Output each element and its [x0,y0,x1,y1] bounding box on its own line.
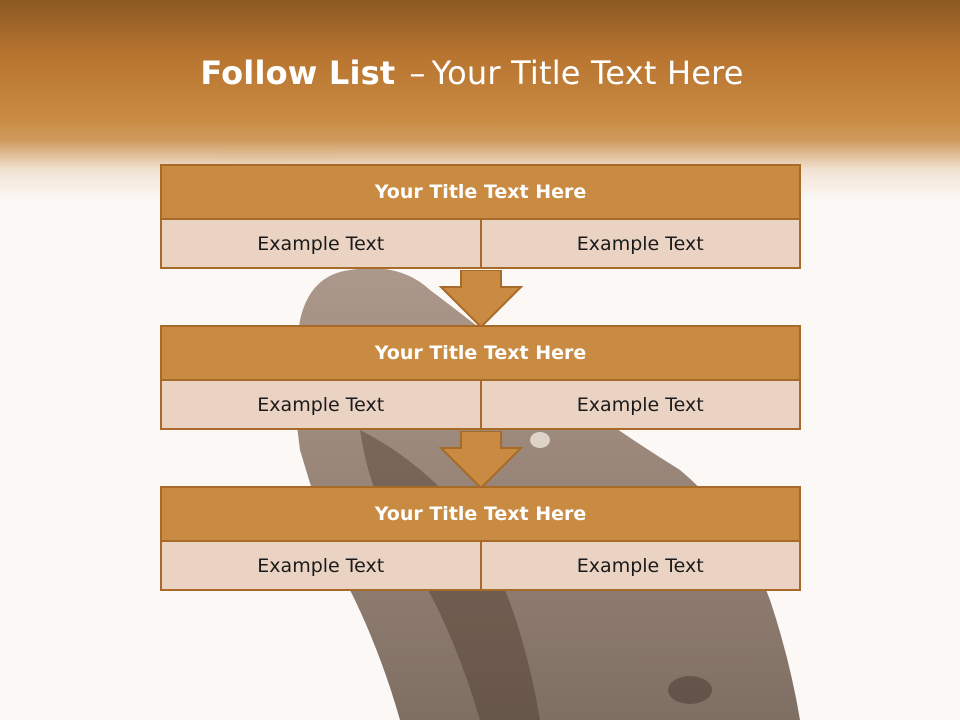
step-cell-right-2: Example Text [481,381,801,430]
step-cells-2: Example Text Example Text [160,381,801,430]
step-title-3: Your Title Text Here [160,486,801,542]
step-title-1: Your Title Text Here [160,164,801,220]
step-cell-left-2: Example Text [160,381,482,430]
step-cells-3: Example Text Example Text [160,542,801,591]
slide-title-main: Follow List [200,54,396,92]
step-cells-1: Example Text Example Text [160,220,801,269]
step-block-1: Your Title Text Here Example Text Exampl… [160,164,801,269]
down-arrow-icon [438,270,524,329]
step-title-2: Your Title Text Here [160,325,801,381]
step-cell-left-3: Example Text [160,542,482,591]
step-cell-right-1: Example Text [481,220,801,269]
step-cell-left-1: Example Text [160,220,482,269]
slide-title: Follow List–Your Title Text Here [0,54,944,92]
step-block-2: Your Title Text Here Example Text Exampl… [160,325,801,430]
step-cell-right-3: Example Text [481,542,801,591]
slide-title-sub: Your Title Text Here [431,54,744,92]
slide-title-separator: – [409,54,426,92]
down-arrow-icon [438,431,524,490]
step-block-3: Your Title Text Here Example Text Exampl… [160,486,801,591]
